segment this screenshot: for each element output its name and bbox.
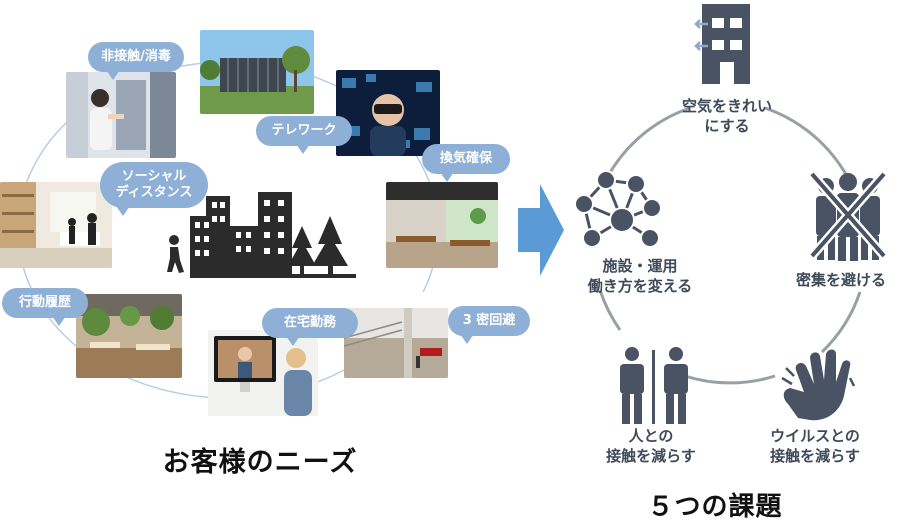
issue-label-reduce-virus-contact: ウイルスとの 接触を減らす [770,427,860,466]
photo-library [0,182,112,268]
issue-label-reduce-person-contact: 人との 接触を減らす [606,427,696,466]
photo-video-call [208,330,318,416]
photo-telework-vr [336,70,440,156]
issue-label-avoid-crowds: 密集を避ける [795,271,886,289]
city-buildings-icon [167,192,356,278]
right-arrow-icon [518,184,564,276]
need-bubble-avoid-3c: 3 密回避 [448,306,530,344]
hand-touch-icon [781,349,856,421]
issues-cycle-ring [598,106,862,385]
ventilated-building-icon [694,4,750,84]
need-bubble-social-distance: ソーシャルディスタンス [100,162,208,216]
network-people-icon [574,170,662,248]
issue-label-facility-operation: 施設・運用 働き方を変える [587,257,693,296]
photo-ventilated-office [386,182,498,268]
photo-modern-building [200,30,314,114]
crossed-crowd-icon [808,171,888,261]
need-bubble-contactless: 非接触/消毒 [88,42,184,80]
need-bubble-work-from-home: 在宅勤務 [262,308,358,346]
photo-atrium [344,292,448,378]
two-people-icon [620,347,688,424]
issue-label-clean-air: 空気をきれい にする [681,97,772,136]
need-bubble-ventilation: 換気確保 [422,144,510,182]
need-bubble-telework: テレワーク [256,116,352,154]
need-bubble-behavior-history: 行動履歴 [2,288,88,326]
needs-title: お客様のニーズ [162,447,358,478]
issues-title: ５つの課題 [647,492,783,522]
photo-workspace-plants [76,294,182,378]
photo-office-entrance [66,72,176,158]
